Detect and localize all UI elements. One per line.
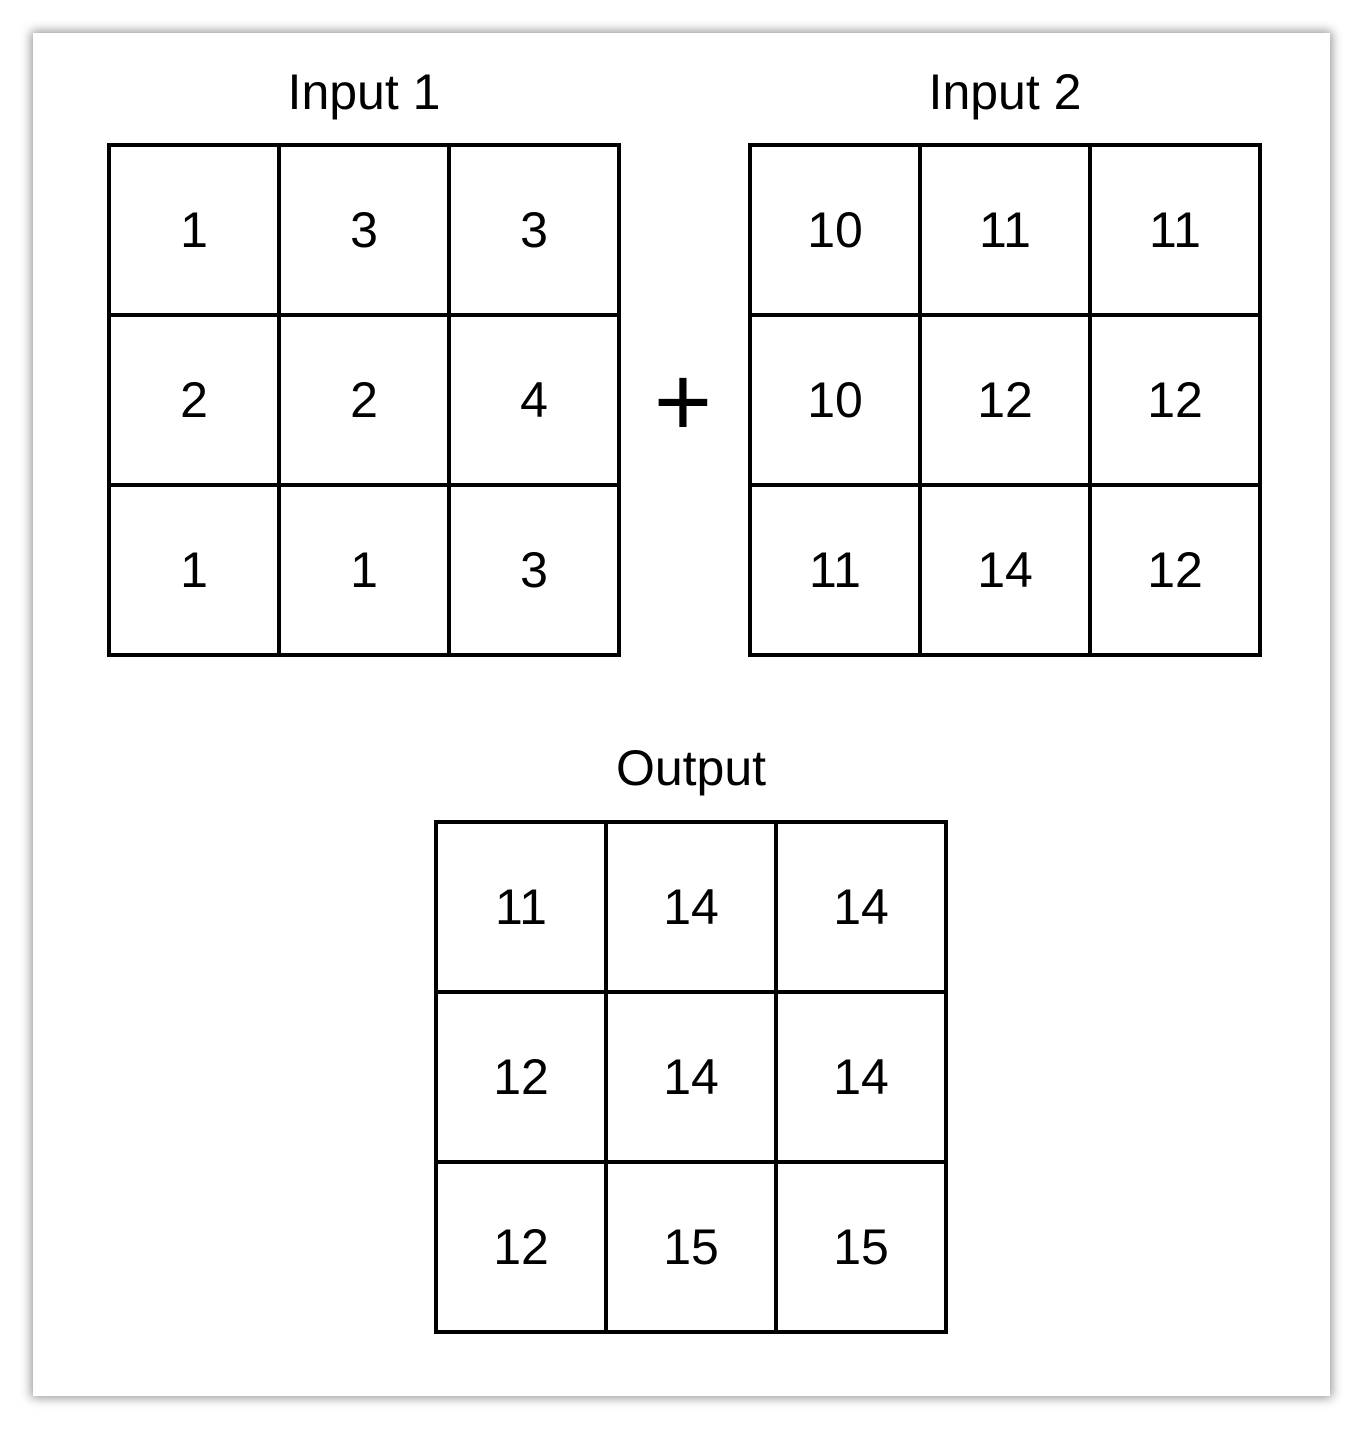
matrix-cell: 3 (449, 145, 619, 315)
output-grid: 11 14 14 12 14 14 12 15 15 (434, 820, 948, 1334)
matrix-cell: 14 (606, 822, 776, 992)
matrix-cell: 1 (109, 485, 279, 655)
matrix-cell: 12 (1090, 315, 1260, 485)
matrix-cell: 14 (776, 822, 946, 992)
matrix-cell: 3 (279, 145, 449, 315)
plus-operator: + (653, 346, 713, 458)
matrix-cell: 14 (776, 992, 946, 1162)
matrix-cell: 11 (1090, 145, 1260, 315)
matrix-cell: 12 (436, 1162, 606, 1332)
output-title: Output (615, 740, 767, 796)
matrix-cell: 1 (109, 145, 279, 315)
matrix-cell: 11 (436, 822, 606, 992)
matrix-cell: 10 (750, 145, 920, 315)
matrix-cell: 15 (606, 1162, 776, 1332)
matrix-cell: 12 (1090, 485, 1260, 655)
matrix-cell: 3 (449, 485, 619, 655)
matrix-cell: 14 (606, 992, 776, 1162)
matrix-cell: 12 (920, 315, 1090, 485)
matrix-cell: 14 (920, 485, 1090, 655)
matrix-cell: 2 (109, 315, 279, 485)
input2-grid: 10 11 11 10 12 12 11 14 12 (748, 143, 1262, 657)
matrix-cell: 4 (449, 315, 619, 485)
matrix-cell: 15 (776, 1162, 946, 1332)
matrix-cell: 1 (279, 485, 449, 655)
matrix-cell: 12 (436, 992, 606, 1162)
input1-grid: 1 3 3 2 2 4 1 1 3 (107, 143, 621, 657)
input1-title: Input 1 (287, 64, 441, 120)
page: Input 1 Input 2 1 3 3 2 2 4 1 1 3 + 10 1… (33, 33, 1330, 1396)
matrix-cell: 11 (750, 485, 920, 655)
matrix-cell: 2 (279, 315, 449, 485)
matrix-cell: 10 (750, 315, 920, 485)
input2-title: Input 2 (928, 64, 1082, 120)
matrix-cell: 11 (920, 145, 1090, 315)
